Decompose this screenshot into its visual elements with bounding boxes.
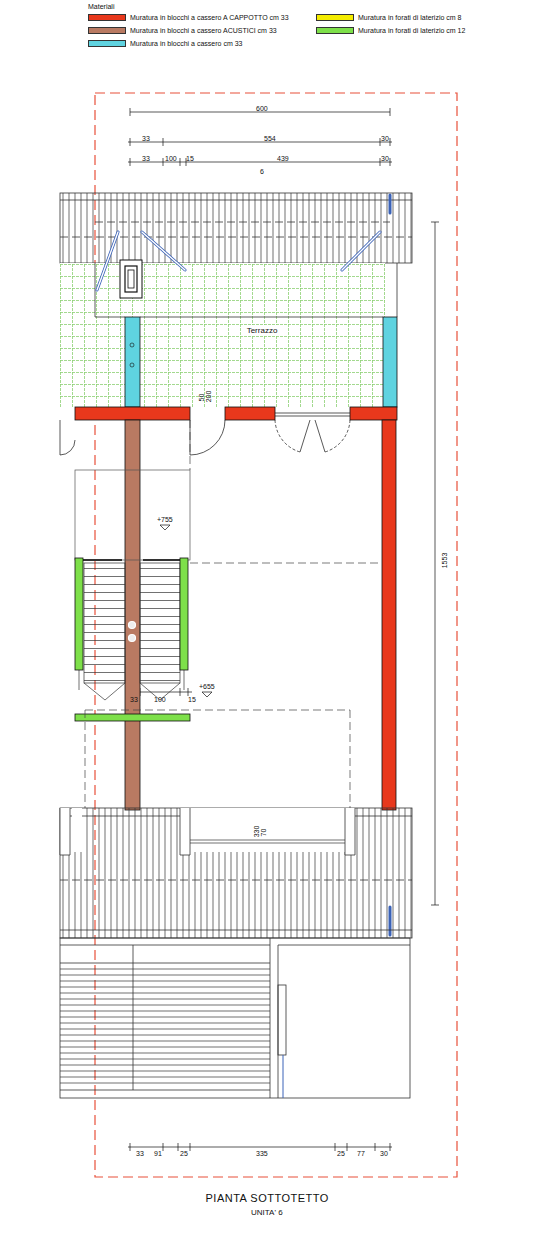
dimension: 335	[256, 1150, 268, 1157]
dimension: 33	[142, 135, 150, 142]
dimension: 50	[198, 393, 205, 401]
dimension: 100	[165, 155, 177, 162]
dimension: 554	[264, 135, 276, 142]
terrace-tiles	[60, 263, 385, 407]
unit-caption: UNITA' 6	[251, 1209, 283, 1217]
legend-text: Muratura in blocchi a cassero A CAPPOTTO…	[130, 14, 289, 21]
legend-swatch	[88, 27, 126, 34]
wall-green	[75, 558, 190, 721]
wall-cyan	[125, 317, 140, 407]
legend-swatch	[88, 14, 126, 21]
legend-text: Muratura in forati di laterizio cm 8	[358, 14, 461, 21]
legend-text: Muratura in blocchi a cassero ACUSTICI c…	[130, 27, 277, 34]
dimension: 33	[136, 1150, 144, 1157]
wall-cyan	[383, 317, 397, 407]
dimension: 30	[380, 1150, 388, 1157]
dimension: 600	[256, 105, 268, 112]
legend-swatch	[88, 40, 126, 47]
level-marker: +655	[199, 683, 215, 690]
area-name: Terrazzo	[247, 326, 278, 335]
legend-swatch	[316, 27, 354, 34]
wall-red	[75, 407, 397, 810]
dimension: 91	[154, 1150, 162, 1157]
dimension: 70	[260, 828, 267, 836]
stair-flight	[140, 563, 180, 683]
legend-text: Muratura in blocchi a cassero cm 33	[130, 40, 242, 47]
dimension: 77	[357, 1150, 365, 1157]
dimension: 25	[180, 1150, 188, 1157]
dimension: 330	[253, 825, 260, 837]
chimney	[120, 260, 142, 298]
dimension: 100	[154, 696, 166, 703]
dimension: 439	[277, 155, 289, 162]
dimension: 200	[205, 390, 212, 402]
legend-swatch	[316, 14, 354, 21]
unit-number: 6	[260, 168, 264, 175]
dimension: 1553	[441, 552, 448, 568]
dimension: 30	[381, 155, 389, 162]
dimension: 33	[130, 696, 138, 703]
terrace-area: Terrazzo	[244, 325, 281, 336]
dimension: 30	[381, 135, 389, 142]
dimension: 15	[186, 155, 194, 162]
lower-roof	[60, 938, 410, 1098]
plan-title: PIANTA SOTTOTETTO	[206, 1192, 329, 1204]
legend-heading: Materiali	[88, 3, 114, 10]
stair-flight	[84, 563, 125, 683]
dimension: 15	[188, 696, 196, 703]
legend-text: Muratura in forati di laterizio cm 12	[358, 27, 465, 34]
dimension: 25	[337, 1150, 345, 1157]
dimension: 33	[142, 155, 150, 162]
door	[60, 413, 350, 455]
level-marker: +755	[157, 516, 173, 523]
roof-bottom	[60, 808, 412, 938]
wall-brown	[125, 420, 140, 810]
